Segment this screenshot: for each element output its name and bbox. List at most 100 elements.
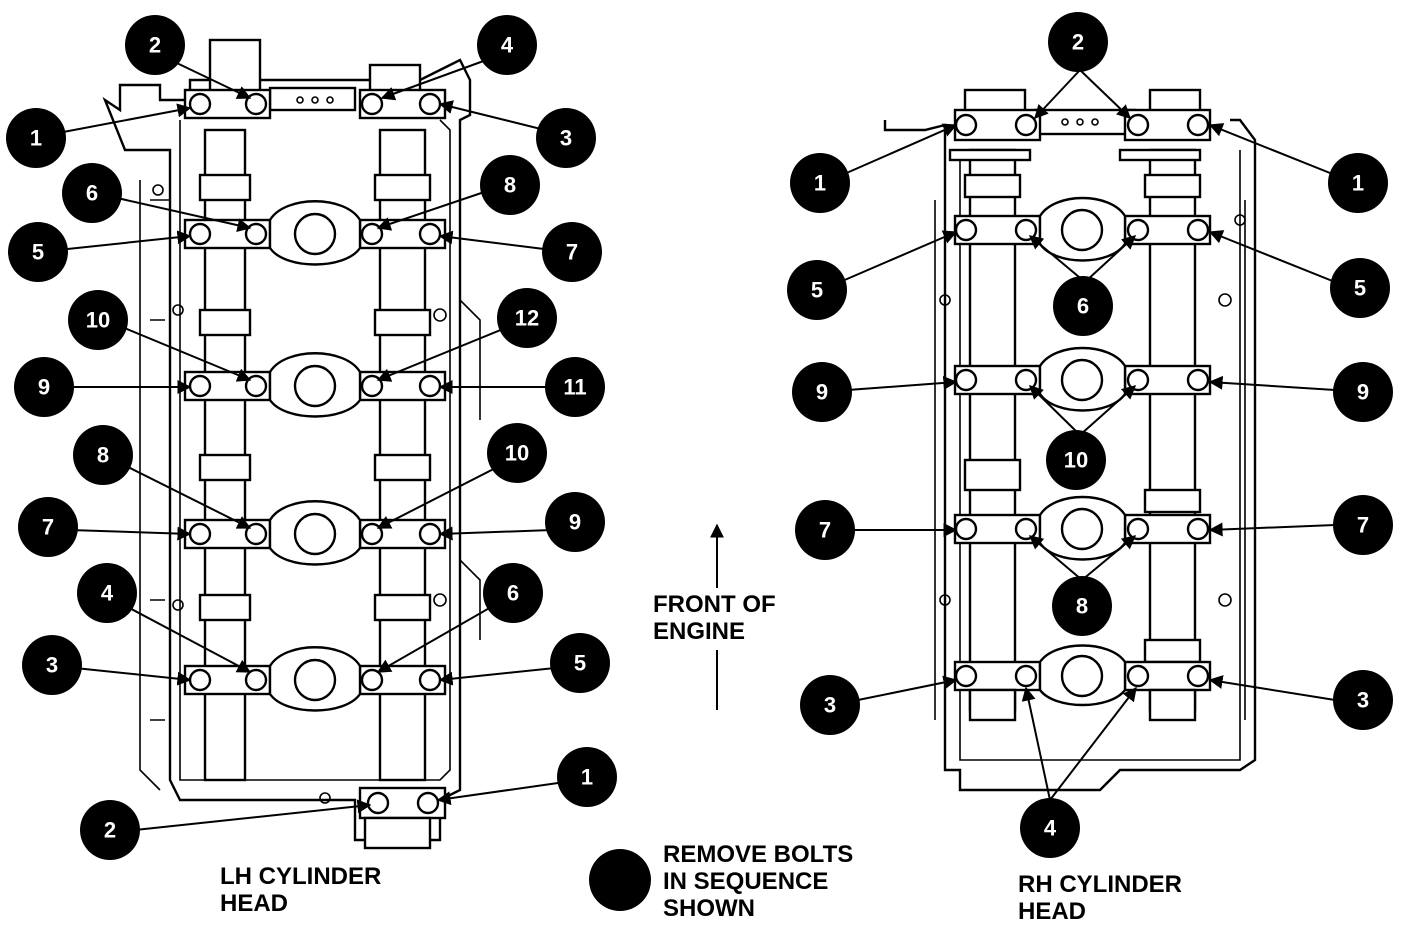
lh-callout-number: 4 — [501, 33, 514, 58]
rh-cylinder-head — [883, 88, 1257, 792]
lh-cylinder-head — [102, 38, 481, 850]
lh-callout-number: 7 — [566, 240, 578, 265]
lh-callout-marker — [125, 15, 185, 75]
lh-callout-marker — [542, 222, 602, 282]
lh-callout-number: 9 — [569, 510, 581, 535]
lh-callout-number: 4 — [101, 581, 114, 606]
lh-callout-marker — [497, 288, 557, 348]
leader-lines — [57, 54, 1336, 831]
lh-callout-marker — [80, 800, 140, 860]
rh-callout-number: 3 — [1357, 688, 1369, 713]
lh-callout-number: 5 — [32, 240, 44, 265]
lh-callout-marker — [22, 635, 82, 695]
lh-bearing-cap-row-2 — [183, 200, 447, 266]
lh-callout-number: 10 — [505, 441, 529, 466]
rh-callout-marker — [795, 500, 855, 560]
rh-callout-number: 7 — [1357, 513, 1369, 538]
lh-title-line-2: HEAD — [220, 890, 288, 917]
rh-title-line-1: RH CYLINDER — [1018, 871, 1182, 898]
rh-callout-number: 5 — [1354, 276, 1366, 301]
rh-callout-marker — [1333, 495, 1393, 555]
rh-callout-number: 5 — [811, 278, 823, 303]
lh-callout-marker — [487, 423, 547, 483]
rh-bearing-cap-row-3 — [953, 346, 1212, 412]
lh-callout-number: 8 — [97, 443, 109, 468]
lh-callout-marker — [545, 357, 605, 417]
lh-callout-marker — [480, 155, 540, 215]
lh-bearing-cap-rear — [358, 786, 447, 850]
lh-callout-marker — [545, 492, 605, 552]
lh-callout-marker — [477, 15, 537, 75]
lh-bearing-cap-row-4 — [183, 500, 447, 566]
rh-bearing-cap-row-2 — [953, 196, 1212, 262]
rh-callout-marker — [800, 675, 860, 735]
rh-callout-number: 4 — [1044, 816, 1057, 841]
rh-callout-marker — [1048, 12, 1108, 72]
lh-callout-number: 12 — [515, 306, 539, 331]
rh-callout-number: 1 — [1352, 171, 1364, 196]
legend-line-1: REMOVE BOLTS — [663, 841, 853, 868]
rh-bearing-cap-row-4 — [953, 495, 1212, 561]
lh-callout-marker — [62, 163, 122, 223]
rh-callout-number: 2 — [1072, 30, 1084, 55]
lh-bearing-cap-row-5 — [183, 646, 447, 712]
lh-callout-marker — [536, 108, 596, 168]
lh-callout-number: 9 — [38, 375, 50, 400]
lh-callout-marker — [8, 222, 68, 282]
lh-callout-marker — [14, 357, 74, 417]
lh-callout-number: 7 — [42, 515, 54, 540]
rh-callout-marker — [1333, 362, 1393, 422]
front-of-engine-line-1: FRONT OF — [653, 591, 776, 618]
rh-callout-number: 9 — [1357, 380, 1369, 405]
rh-callout-number: 6 — [1077, 294, 1089, 319]
rh-callout-number: 3 — [824, 693, 836, 718]
lh-callout-number: 10 — [86, 308, 110, 333]
lh-callout-number: 1 — [30, 126, 42, 151]
lh-title-line-1: LH CYLINDER — [220, 863, 381, 890]
rh-bearing-cap-row-1 — [948, 108, 1212, 162]
lh-callout-number: 3 — [560, 126, 572, 151]
legend-line-2: IN SEQUENCE — [663, 868, 828, 895]
lh-callout-marker — [483, 563, 543, 623]
lh-callout-marker — [68, 290, 128, 350]
lh-callout-number: 8 — [504, 173, 516, 198]
rh-callout-marker — [1330, 258, 1390, 318]
rh-bearing-cap-row-5 — [953, 644, 1212, 722]
lh-callout-number: 11 — [563, 375, 586, 400]
rh-callout-marker — [1020, 798, 1080, 858]
lh-callout-number: 2 — [149, 33, 161, 58]
legend-line-3: SHOWN — [663, 895, 755, 922]
rh-callout-number: 8 — [1076, 594, 1088, 619]
lh-callout-number: 5 — [574, 651, 586, 676]
lh-callout-marker — [77, 563, 137, 623]
lh-callout-number: 1 — [581, 765, 593, 790]
front-of-engine-line-2: ENGINE — [653, 618, 745, 645]
rh-callout-marker — [787, 260, 847, 320]
lh-callout-number: 6 — [86, 181, 98, 206]
rh-callout-number: 9 — [816, 380, 828, 405]
legend: REMOVE BOLTS IN SEQUENCE SHOWN — [589, 841, 853, 922]
lh-callout-marker — [18, 497, 78, 557]
lh-callout-number: 3 — [46, 653, 58, 678]
legend-marker-icon — [589, 849, 651, 911]
rh-callout-marker — [1052, 576, 1112, 636]
lh-callout-number: 6 — [507, 581, 519, 606]
rh-title-line-2: HEAD — [1018, 898, 1086, 925]
lh-callout-marker — [557, 747, 617, 807]
lh-callout-number: 2 — [104, 818, 116, 843]
rh-callout-number: 7 — [819, 518, 831, 543]
rh-callout-marker — [790, 153, 850, 213]
lh-callout-marker — [6, 108, 66, 168]
rh-callout-marker — [1046, 430, 1106, 490]
rh-callout-marker — [1328, 153, 1388, 213]
lh-bearing-cap-row-1 — [183, 88, 447, 120]
rh-callout-number: 10 — [1064, 448, 1088, 473]
lh-callout-marker — [73, 425, 133, 485]
rh-callout-marker — [1053, 276, 1113, 336]
rh-callout-marker — [1333, 670, 1393, 730]
lh-callout-marker — [550, 633, 610, 693]
rh-callout-marker — [792, 362, 852, 422]
